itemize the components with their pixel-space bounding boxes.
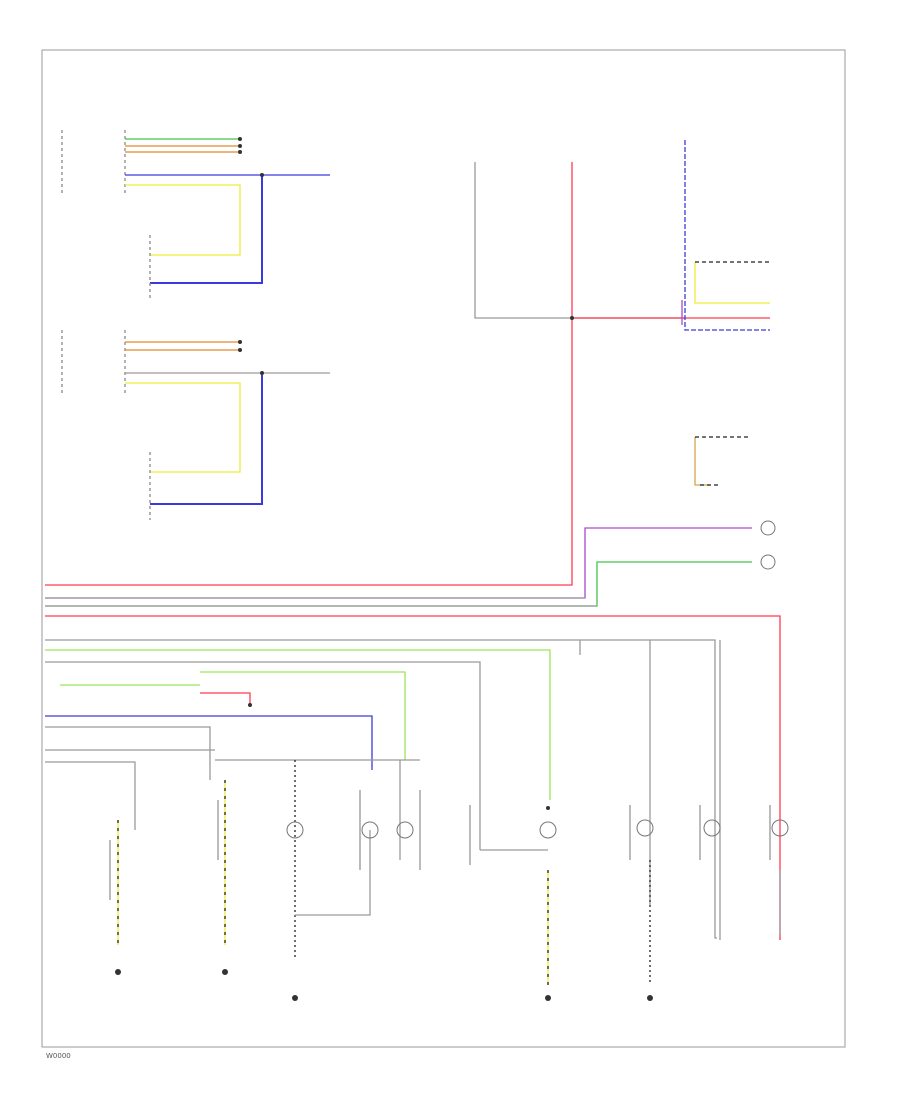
connector-pin bbox=[238, 144, 242, 148]
diagram-frame bbox=[41, 49, 846, 1048]
lamp-symbol bbox=[703, 819, 721, 837]
ground-point bbox=[292, 995, 298, 1001]
wire-red bbox=[571, 162, 770, 319]
ground-point bbox=[647, 995, 653, 1001]
connector-pin bbox=[238, 340, 242, 344]
wire-gray bbox=[45, 726, 211, 780]
wire-gray bbox=[45, 639, 717, 939]
wire-blue bbox=[150, 175, 263, 284]
wire-gray bbox=[45, 761, 136, 830]
wiring-group bbox=[45, 130, 781, 985]
wire-gray bbox=[45, 661, 481, 850]
wire-yellow bbox=[125, 184, 241, 256]
components bbox=[109, 520, 789, 900]
splice-point bbox=[260, 371, 264, 375]
connector-pin bbox=[238, 348, 242, 352]
splice-point bbox=[248, 703, 252, 707]
lamp-symbol bbox=[636, 819, 654, 837]
splice-point bbox=[260, 173, 264, 177]
page-code-label: W0000 bbox=[46, 1052, 71, 1060]
wire-red bbox=[200, 692, 251, 705]
lamp-symbol bbox=[771, 819, 789, 837]
ground-point bbox=[115, 969, 121, 975]
switch-bracket bbox=[109, 790, 771, 900]
wire-lightgreen bbox=[60, 671, 406, 760]
wire-blue bbox=[45, 715, 373, 770]
module-outline bbox=[61, 130, 126, 195]
wire-gray bbox=[474, 162, 685, 319]
lamp-symbol bbox=[361, 821, 379, 839]
wire-tan bbox=[694, 437, 710, 486]
wire-purple bbox=[45, 527, 752, 599]
wire-yellow bbox=[694, 262, 770, 304]
ground-point bbox=[222, 969, 228, 975]
ground-point bbox=[545, 995, 551, 1001]
wire-red bbox=[45, 318, 573, 586]
lamp-symbol bbox=[760, 554, 776, 570]
splice-point bbox=[546, 806, 550, 810]
lamp-symbol bbox=[760, 520, 776, 536]
wire-yellow bbox=[125, 382, 241, 473]
lamp-symbol bbox=[539, 821, 557, 839]
wire-green bbox=[45, 561, 752, 607]
connector-pin bbox=[238, 137, 242, 141]
connector-pin bbox=[238, 150, 242, 154]
lamp-symbol bbox=[286, 821, 304, 839]
wire-red bbox=[45, 615, 781, 940]
splice-point bbox=[570, 316, 574, 320]
wire-gray bbox=[295, 830, 371, 916]
ground-symbols bbox=[115, 137, 653, 1001]
wire-blue bbox=[150, 373, 263, 505]
module-outline bbox=[61, 330, 126, 395]
wire-lightgreen bbox=[45, 649, 551, 800]
wire-blue bbox=[684, 140, 770, 331]
lamp-symbol bbox=[396, 821, 414, 839]
